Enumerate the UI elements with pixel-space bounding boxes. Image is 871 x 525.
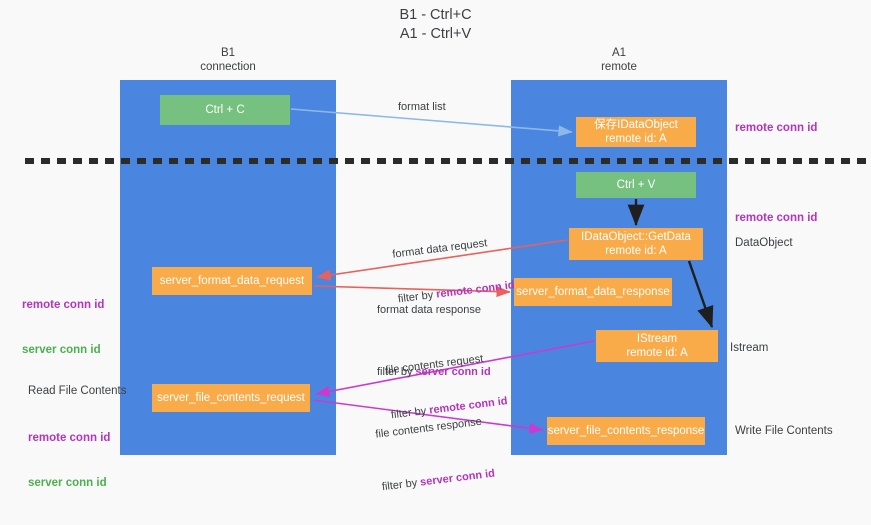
annotation-remote-conn-id-top: remote conn id bbox=[735, 122, 818, 134]
page-title: B1 - Ctrl+C A1 - Ctrl+V bbox=[399, 7, 472, 42]
annotation-left-remote-conn-id: remote conn id bbox=[22, 299, 105, 311]
column-header-a1: A1 remote bbox=[601, 47, 637, 73]
edge-label-file-contents-response-filter: filter by server conn id bbox=[381, 467, 496, 496]
annotation-left-server-conn-id-2: server conn id bbox=[28, 477, 107, 489]
annotation-left-remote-conn-id-2: remote conn id bbox=[28, 432, 111, 444]
node-server-file-contents-response[interactable]: server_file_contents_response bbox=[547, 417, 705, 445]
annotation-dataobject: DataObject bbox=[735, 237, 793, 249]
annotation-write-file-contents: Write File Contents bbox=[735, 425, 833, 437]
node-server-file-contents-request[interactable]: server_file_contents_request bbox=[152, 384, 310, 412]
annotation-istream: Istream bbox=[730, 342, 769, 354]
node-idataobject-getdata[interactable]: IDataObject::GetData remote id: A bbox=[569, 228, 703, 260]
edge-label-file-contents-request-text: file contents request bbox=[384, 352, 484, 377]
column-header-b1: B1 connection bbox=[200, 47, 256, 73]
annotation-left-conn-ids-2: remote conn id server conn id bbox=[28, 401, 110, 521]
node-ctrl-v[interactable]: Ctrl + V bbox=[576, 172, 696, 198]
filter-prefix-4: filter by bbox=[381, 476, 421, 494]
edge-label-format-data-response-text: format data response bbox=[377, 304, 481, 316]
edge-label-file-contents-response: file contents response filter by server … bbox=[371, 384, 499, 525]
filter-key-server-conn-id: server conn id bbox=[415, 366, 491, 378]
diagram-canvas: B1 - Ctrl+C A1 - Ctrl+V B1 connection A1… bbox=[22, 7, 871, 493]
node-ctrl-c[interactable]: Ctrl + C bbox=[160, 95, 290, 125]
phase-divider-dashed-line bbox=[25, 158, 871, 164]
edge-label-file-contents-response-text: file contents response bbox=[374, 415, 483, 441]
annotation-left-conn-ids: remote conn id server conn id bbox=[22, 268, 104, 388]
annotation-remote-conn-id-mid: remote conn id bbox=[735, 212, 818, 224]
filter-prefix-2: filter by bbox=[377, 366, 416, 378]
node-server-format-data-response[interactable]: server_format_data_response bbox=[514, 278, 672, 306]
edge-label-format-list: format list bbox=[398, 101, 446, 113]
edge-label-format-data-request-text: format data request bbox=[391, 237, 488, 261]
node-istream[interactable]: IStream remote id: A bbox=[596, 330, 718, 362]
filter-key-server-conn-id-2: server conn id bbox=[419, 467, 496, 489]
edge-label-format-data-response-filter: filter by server conn id bbox=[377, 365, 491, 380]
annotation-left-server-conn-id: server conn id bbox=[22, 344, 101, 356]
node-save-idataobject[interactable]: 保存IDataObject remote id: A bbox=[576, 117, 696, 147]
edge-label-format-data-response: format data response filter by server co… bbox=[377, 273, 491, 410]
node-server-format-data-request[interactable]: server_format_data_request bbox=[152, 267, 312, 295]
annotation-read-file-contents: Read File Contents bbox=[28, 385, 127, 397]
